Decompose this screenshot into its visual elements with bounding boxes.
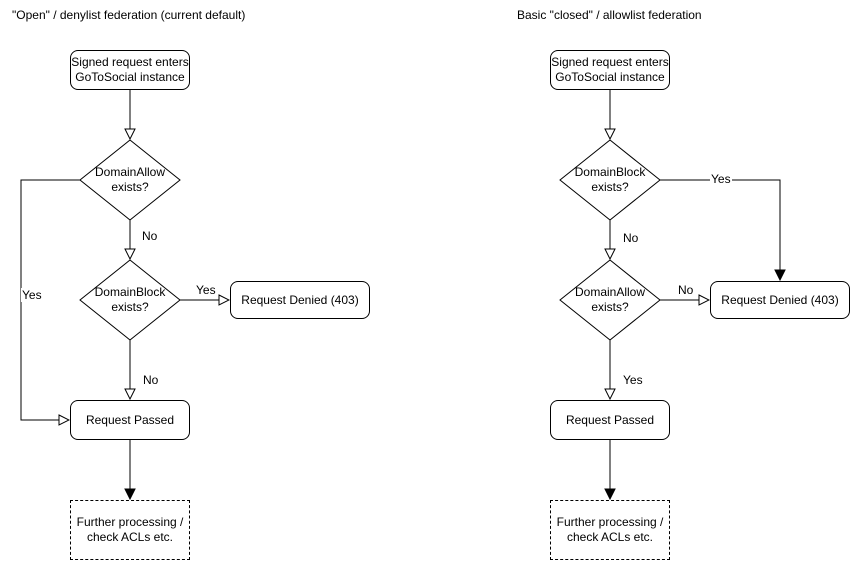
right-d2-no-label: No: [677, 283, 695, 297]
left-further-processing-line1: Further processing /: [76, 515, 184, 529]
right-request-passed-node: Request Passed: [550, 400, 670, 440]
left-further-processing-node: Further processing / check ACLs etc.: [70, 500, 190, 560]
left-decision1-diamond: [79, 139, 181, 221]
right-request-denied-node: Request Denied (403): [710, 281, 850, 319]
left-start-node: Signed request enters GoToSocial instanc…: [70, 50, 190, 90]
left-d1-yes-label: Yes: [21, 288, 43, 302]
left-request-passed-node: Request Passed: [70, 400, 190, 440]
left-decision2-diamond: [79, 259, 181, 341]
left-further-processing-line2: check ACLs etc.: [86, 530, 174, 544]
right-decision1-diamond: [559, 139, 661, 221]
right-d2-yes-label: Yes: [622, 373, 644, 387]
left-d1-no-label: No: [141, 229, 159, 243]
right-further-processing-node: Further processing / check ACLs etc.: [550, 500, 670, 560]
right-further-processing-line1: Further processing /: [556, 515, 664, 529]
right-edge-d1-yes-to-denied: [660, 179, 780, 280]
right-start-line1: Signed request enters: [551, 55, 669, 69]
right-d1-no-label: No: [622, 231, 640, 245]
left-request-passed-label: Request Passed: [85, 412, 175, 427]
right-flow-title: Basic "closed" / allowlist federation: [517, 8, 702, 22]
left-request-denied-label: Request Denied (403): [241, 292, 359, 307]
left-request-denied-node: Request Denied (403): [230, 281, 370, 319]
right-decision2-diamond: [559, 259, 661, 341]
right-start-line2: GoToSocial instance: [555, 70, 665, 84]
left-d2-no-label: No: [142, 373, 160, 387]
right-request-passed-label: Request Passed: [565, 412, 655, 427]
left-d2-yes-label: Yes: [195, 283, 217, 297]
left-start-line2: GoToSocial instance: [75, 70, 185, 84]
right-request-denied-label: Request Denied (403): [721, 292, 839, 307]
left-flow-title: "Open" / denylist federation (current de…: [12, 8, 246, 22]
right-start-node: Signed request enters GoToSocial instanc…: [550, 50, 670, 90]
left-start-line1: Signed request enters: [71, 55, 189, 69]
right-further-processing-line2: check ACLs etc.: [566, 530, 654, 544]
right-d1-yes-label: Yes: [710, 172, 732, 186]
